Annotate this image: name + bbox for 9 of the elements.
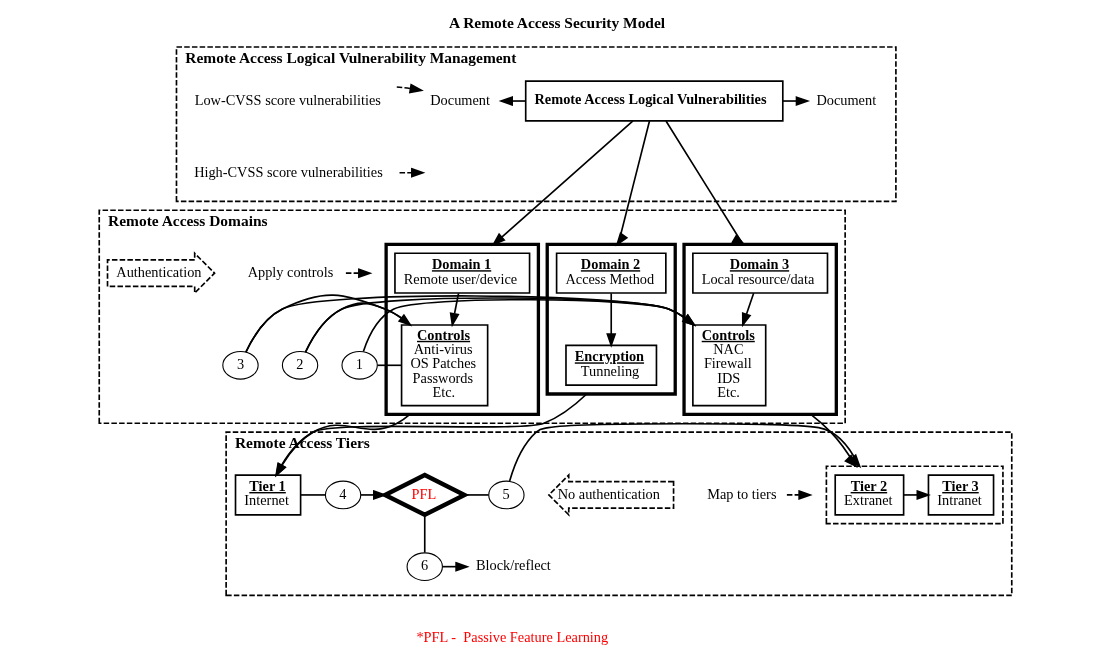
caption: *PFL - Passive Feature Learning xyxy=(415,629,608,646)
node-text: Apply controls xyxy=(247,263,333,280)
diagram-title: A Remote Access Security Model xyxy=(448,14,665,32)
node-text: Low-CVSS score vulnerabilities xyxy=(194,91,381,108)
node-text: High-CVSS score vulnerabilities xyxy=(193,163,383,180)
node-text: Map to tiers xyxy=(706,485,776,502)
node-text: Block/reflect xyxy=(475,557,551,574)
node-text: Document xyxy=(815,91,876,108)
node-text: Document xyxy=(429,91,490,108)
